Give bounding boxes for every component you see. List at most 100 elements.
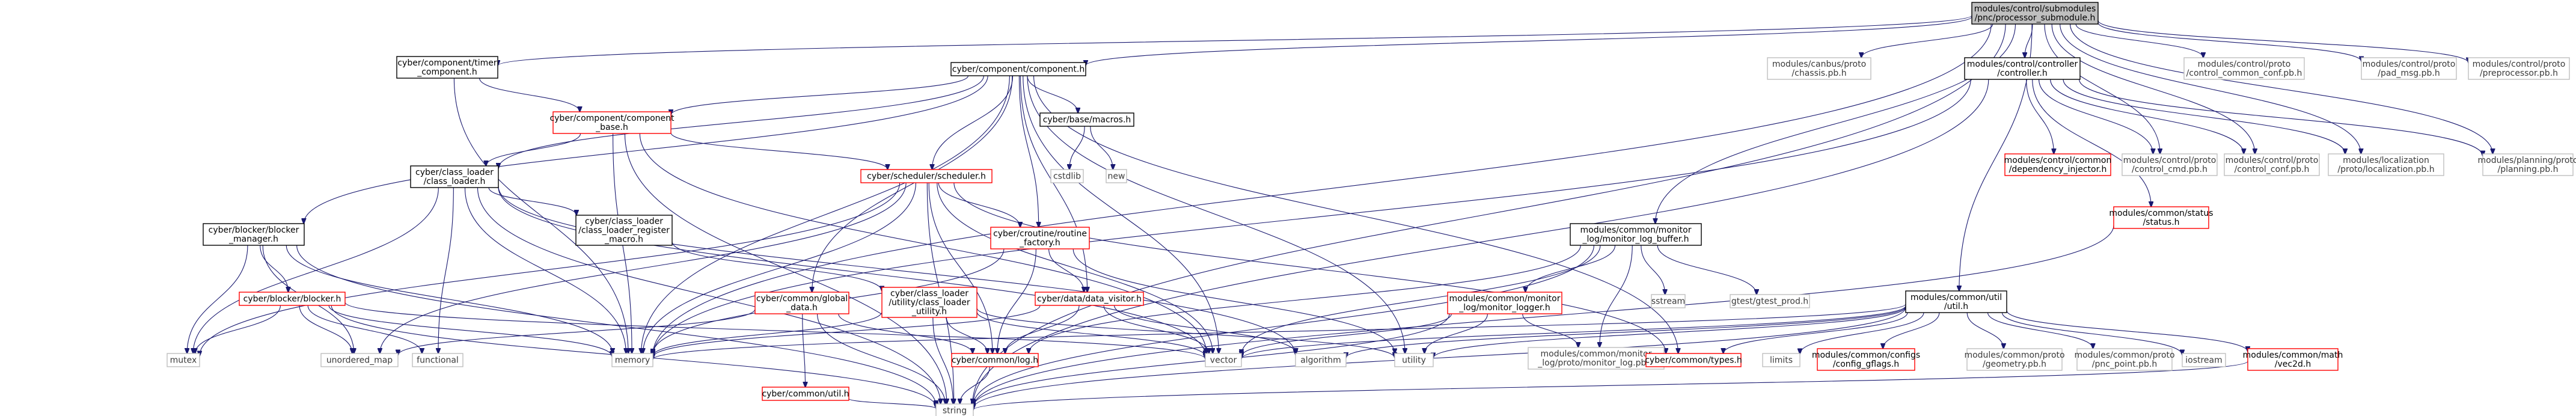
edge-scheduler-to-unordered_map (380, 182, 907, 353)
node-vector: vector (1205, 353, 1242, 367)
node-label-planpb-1: /planning.pb.h (2497, 165, 2558, 174)
edge-root-to-ccconf (2075, 23, 2203, 58)
node-controller[interactable]: modules/control/controller/controller.h (1964, 57, 2081, 80)
node-component[interactable]: cyber/component/component.h (950, 62, 1086, 76)
node-scheduler[interactable]: cyber/scheduler/scheduler.h (860, 169, 993, 183)
edge-root-to-ctrlcmd (2044, 23, 2160, 154)
node-box-status (2113, 206, 2209, 229)
node-root[interactable]: modules/control/submodules/pnc/processor… (1971, 2, 2099, 25)
node-planpb: modules/planning/proto/planning.pb.h (2478, 153, 2576, 176)
edge-monlogbuf-to-gtestprod (1657, 245, 1757, 295)
edge-component-to-vector (1023, 75, 1219, 353)
node-new: new (1106, 169, 1127, 183)
node-label-gtestprod-0: gtest/gtest_prod.h (1731, 297, 1808, 307)
edge-status-to-string (973, 225, 2114, 408)
node-blocker[interactable]: cyber/blocker/blocker.h (239, 292, 346, 306)
edge-util-to-geometry (1966, 312, 2004, 349)
node-label-new-0: new (1108, 172, 1125, 182)
node-box-unordered_map (320, 353, 399, 367)
edge-root-to-padmsg (2097, 22, 2361, 62)
node-monlogger[interactable]: modules/common/monitor_log/monitor_logge… (1447, 292, 1562, 314)
node-label-depinj-0: modules/control/common (2004, 156, 2112, 165)
node-box-padmsg (2361, 57, 2457, 80)
node-box-timer (396, 56, 498, 79)
node-box-depinj (2004, 153, 2111, 176)
node-routine[interactable]: cyber/croutine/routine_factory.h (990, 227, 1090, 249)
node-globaldata[interactable]: cyber/common/global_data.h (754, 292, 849, 314)
node-label-chassis-1: /chassis.pb.h (1791, 69, 1846, 78)
edge-component-to-scheduler (932, 75, 1014, 170)
node-log[interactable]: cyber/common/log.h (951, 353, 1039, 367)
node-box-iostream (2182, 353, 2226, 367)
node-classloader[interactable]: cyber/class_loader/class_loader.h (410, 165, 499, 188)
edge-classloader-to-memory (464, 187, 626, 353)
node-padmsg: modules/control/proto/pad_msg.pb.h (2361, 57, 2457, 80)
node-label-clreg-1: /class_loader_register (578, 226, 670, 236)
node-label-locpb-1: /proto/localization.pb.h (2337, 165, 2434, 174)
node-label-monlogpb-0: modules/common/monitor (1541, 349, 1652, 359)
node-box-monlogbuf (1570, 223, 1702, 246)
edge-visitor-to-algorithm (1113, 305, 1296, 353)
node-visitor[interactable]: cyber/data/data_visitor.h (1035, 292, 1144, 306)
node-label-vec2d-1: /vec2d.h (2275, 359, 2311, 369)
node-label-clutil-0: cyber/class_loader (890, 289, 968, 299)
node-label-status-0: modules/common/status (2109, 209, 2213, 218)
edge-monlogbuf-to-monlogger (1525, 245, 1616, 292)
edge-globaldata-to-commonutil (802, 313, 806, 387)
node-label-status-1: /status.h (2143, 218, 2179, 227)
node-gflags[interactable]: modules/common/configs/config_gflags.h (1812, 348, 1920, 371)
node-label-locpb-0: modules/localization (2343, 156, 2429, 165)
node-label-preproc-0: modules/control/proto (2473, 60, 2566, 69)
node-label-timer-0: cyber/component/timer (397, 58, 497, 68)
node-box-blocker (239, 292, 346, 306)
node-box-gtestprod (1730, 294, 1810, 308)
node-label-types-0: cyber/common/types.h (1645, 356, 1742, 366)
node-blockermgr[interactable]: cyber/blocker/blocker_manager.h (203, 223, 305, 246)
node-box-gflags (1817, 348, 1915, 371)
node-depinj[interactable]: modules/control/common/dependency_inject… (2004, 153, 2112, 176)
node-box-util (1905, 290, 2007, 313)
edge-util-to-string (973, 307, 1906, 409)
node-vec2d[interactable]: modules/common/math/vec2d.h (2243, 348, 2343, 371)
edge-blockermgr-to-blocker (260, 245, 289, 292)
edge-compbase-to-vector (639, 133, 1206, 353)
edge-compbase-to-string (624, 133, 946, 404)
edge-controller-to-memory (653, 79, 1971, 356)
node-label-pncpoint-0: modules/common/proto (2074, 350, 2174, 360)
node-types[interactable]: cyber/common/types.h (1645, 353, 1742, 367)
edge-util-to-utility (1433, 307, 1906, 358)
node-label-timer-1: _component.h (417, 67, 477, 77)
edge-monlogbuf-to-vector (1241, 245, 1601, 355)
node-monlogbuf[interactable]: modules/common/monitor_log/monitor_log_b… (1570, 223, 1702, 246)
edge-blocker-to-mutex (195, 305, 281, 353)
node-label-memory-0: memory (615, 356, 650, 366)
node-commonutil[interactable]: cyber/common/util.h (762, 387, 849, 401)
node-label-classloader-0: cyber/class_loader (415, 168, 494, 177)
node-box-clutil (881, 287, 977, 318)
node-ccconf: modules/control/proto/control_common_con… (2183, 57, 2305, 80)
node-label-util-0: modules/common/util (1911, 293, 2002, 302)
node-label-gflags-0: modules/common/configs (1812, 350, 1920, 360)
node-clutil[interactable]: cyber/class_loader/utility/class_loader_… (881, 287, 977, 318)
edge-blockermgr-to-mutex (187, 245, 248, 353)
edge-scheduler-to-vector (937, 182, 1213, 353)
node-chassis: modules/canbus/proto/chassis.pb.h (1767, 57, 1871, 80)
node-label-ccconf-0: modules/control/proto (2198, 60, 2291, 69)
node-clreg[interactable]: cyber/class_loader/class_loader_register… (575, 215, 673, 246)
node-label-root-0: modules/control/submodules (1974, 4, 2096, 14)
node-preproc: modules/control/proto/preprocessor.pb.h (2468, 57, 2570, 80)
node-timer[interactable]: cyber/component/timer_component.h (396, 56, 498, 79)
node-status[interactable]: modules/common/status/status.h (2109, 206, 2213, 229)
node-label-scheduler-0: cyber/scheduler/scheduler.h (867, 172, 986, 182)
edge-controller-to-ctrlconf (2050, 79, 2244, 154)
graph-nodes: modules/control/submodules/pnc/processor… (167, 2, 2576, 416)
edge-macros-to-cstdlib (1069, 126, 1085, 170)
node-compbase[interactable]: cyber/component/component_base.h (549, 111, 675, 134)
node-label-padmsg-0: modules/control/proto (2363, 60, 2456, 69)
node-ctrlconf: modules/control/proto/control_conf.pb.h (2224, 153, 2320, 176)
edge-blocker-to-memory (328, 305, 612, 356)
node-box-vector (1205, 353, 1242, 367)
node-macros[interactable]: cyber/base/macros.h (1039, 112, 1134, 127)
node-label-log-0: cyber/common/log.h (952, 356, 1038, 366)
node-util[interactable]: modules/common/util/util.h (1905, 290, 2007, 313)
